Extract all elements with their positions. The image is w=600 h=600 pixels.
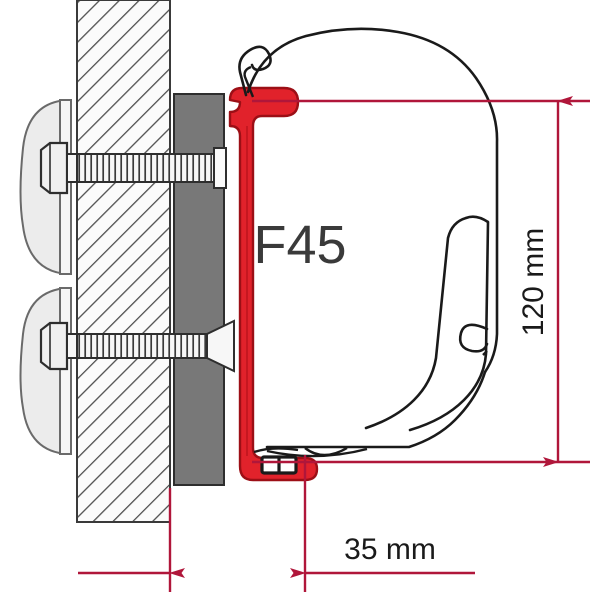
dimension-offset-35mm: 35 mm [78,455,475,592]
wall-section [76,0,171,523]
dimension-label-offset: 35 mm [344,533,436,566]
dimension-label-height: 120 mm [517,228,550,336]
bolt-upper [19,98,227,276]
product-label-f45: F45 [253,215,346,275]
awning-case-outline [246,27,499,458]
dimension-height-120mm: 120 mm [252,96,590,467]
bolt-lower [19,286,235,456]
awning-support-arm [364,215,490,432]
